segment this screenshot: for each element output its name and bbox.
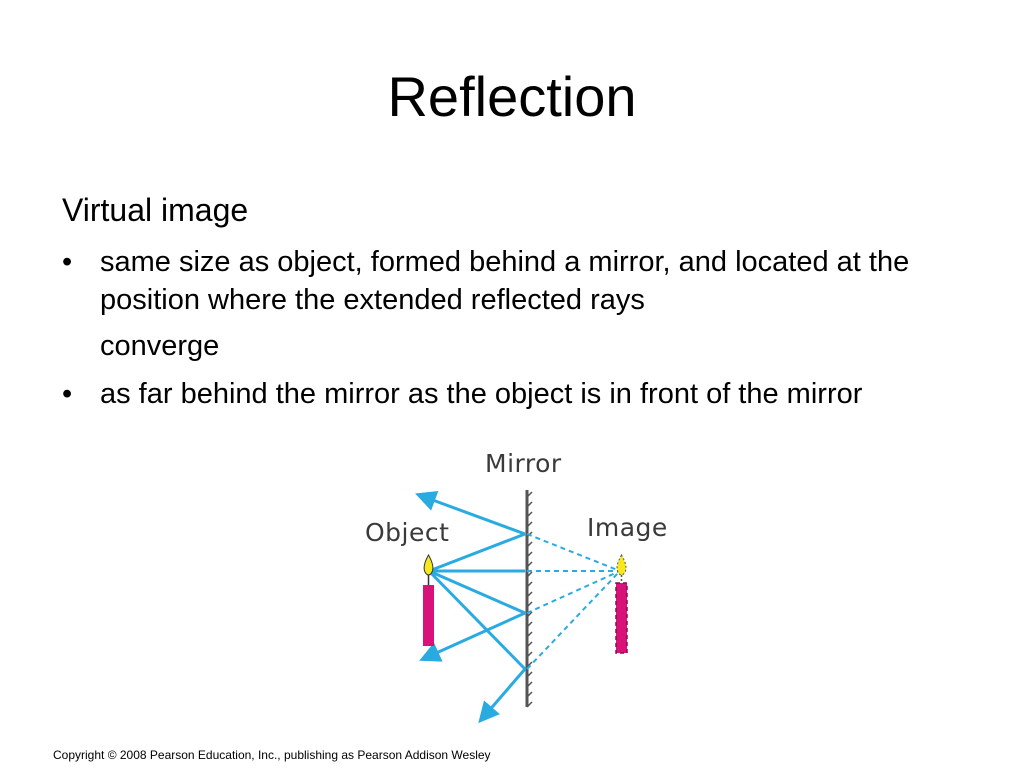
bullet-item: • same size as object, formed behind a m… bbox=[62, 243, 972, 365]
subheading: Virtual image bbox=[62, 192, 249, 228]
bullet-text: same size as object, formed behind a mir… bbox=[100, 246, 910, 316]
bullet-text: as far behind the mirror as the object i… bbox=[100, 378, 863, 410]
bullet-text-continued: converge bbox=[100, 330, 220, 362]
image-label: Image bbox=[587, 513, 668, 542]
image-candle bbox=[615, 553, 628, 654]
copyright-footer: Copyright © 2008 Pearson Education, Inc.… bbox=[53, 748, 491, 762]
extended-rays bbox=[526, 533, 621, 670]
object-candle bbox=[423, 553, 434, 646]
bullet-dot: • bbox=[62, 378, 73, 410]
reflected-rays bbox=[415, 490, 527, 724]
mirror-label: Mirror bbox=[485, 449, 562, 478]
bullet-list: • same size as object, formed behind a m… bbox=[62, 243, 972, 423]
bullet-item: • as far behind the mirror as the object… bbox=[62, 375, 972, 413]
ray-diagram-svg bbox=[415, 490, 628, 724]
bullet-dot: • bbox=[62, 246, 73, 278]
object-label: Object bbox=[365, 518, 450, 547]
mirror bbox=[525, 490, 533, 708]
reflection-diagram: Mirror Object Image bbox=[355, 445, 695, 730]
slide-title: Reflection bbox=[387, 65, 637, 128]
